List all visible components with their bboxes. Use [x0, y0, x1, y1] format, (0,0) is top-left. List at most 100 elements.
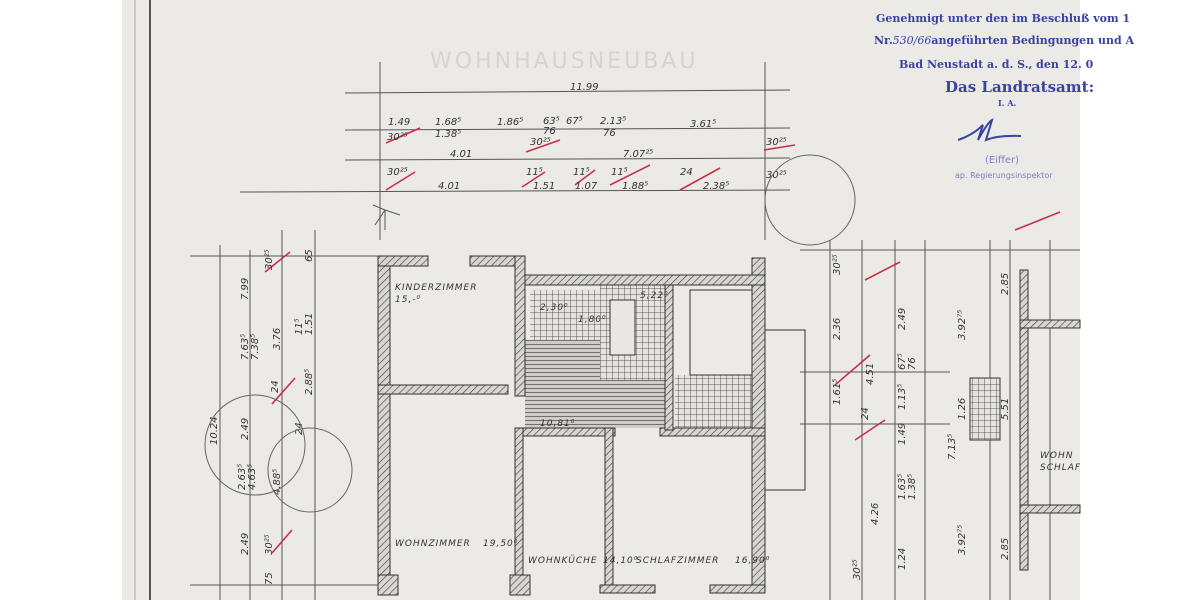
room-wohnzimmer: WOHNZIMMER — [395, 539, 471, 549]
svg-text:24: 24 — [270, 380, 281, 393]
svg-text:30²⁵: 30²⁵ — [387, 132, 408, 143]
svg-text:63⁵: 63⁵ — [543, 116, 560, 127]
svg-text:3.92⁷⁵: 3.92⁷⁵ — [957, 525, 968, 555]
room-wohn: WOHN — [1040, 451, 1073, 461]
svg-text:Genehmigt unter den im Beschlu: Genehmigt unter den im Beschluß vom 1 — [876, 12, 1130, 25]
approval-stamp: Genehmigt unter den im Beschluß vom 1 Nr… — [874, 12, 1135, 180]
tree-symbols — [204, 154, 856, 513]
walls — [377, 255, 1081, 596]
svg-text:2.49: 2.49 — [897, 308, 908, 330]
svg-text:(Eiffer): (Eiffer) — [985, 155, 1019, 166]
svg-text:19,50⁰: 19,50⁰ — [483, 539, 518, 549]
room-flur: 10,81⁰ — [540, 419, 575, 429]
dimension-lines — [190, 62, 1080, 600]
svg-text:2.13⁵: 2.13⁵ — [600, 116, 626, 127]
svg-text:10.24: 10.24 — [209, 416, 220, 445]
svg-text:16,90⁰: 16,90⁰ — [735, 556, 770, 566]
signature — [957, 118, 1022, 142]
svg-text:24: 24 — [860, 407, 871, 420]
svg-text:24: 24 — [294, 422, 305, 435]
room-schlafzimmer: SCHLAFZIMMER — [636, 556, 719, 566]
svg-text:2.85: 2.85 — [1000, 273, 1011, 295]
svg-text:15,-⁰: 15,-⁰ — [395, 295, 421, 305]
room-dusche: 1,80⁰ — [578, 315, 607, 325]
svg-text:11.99: 11.99 — [570, 82, 599, 93]
svg-text:1.38⁵: 1.38⁵ — [435, 129, 461, 140]
landing-tiles — [675, 375, 760, 430]
svg-text:30²⁵: 30²⁵ — [766, 170, 787, 181]
svg-text:1.88⁵: 1.88⁵ — [622, 181, 648, 192]
svg-text:1.07: 1.07 — [575, 181, 598, 192]
top-dimensions: 11.99 1.49 1.68⁵ 1.38⁵ 1.86⁵ 63⁵ 76 67⁵ … — [387, 82, 787, 192]
svg-text:30²⁵: 30²⁵ — [852, 559, 863, 580]
svg-text:11⁵: 11⁵ — [294, 318, 305, 335]
svg-text:4.26: 4.26 — [870, 503, 881, 525]
neighbour-balcony — [969, 377, 1001, 441]
svg-text:30²⁵: 30²⁵ — [264, 534, 275, 555]
svg-text:4.01: 4.01 — [438, 181, 460, 192]
svg-text:30²⁵: 30²⁵ — [264, 249, 275, 270]
svg-text:11⁵: 11⁵ — [611, 167, 628, 178]
svg-text:76: 76 — [907, 357, 918, 370]
svg-text:1.13⁵: 1.13⁵ — [897, 384, 908, 410]
room-bad: 5,22⁰ — [640, 291, 669, 301]
room-kinderzimmer: KINDERZIMMER — [395, 283, 477, 293]
svg-text:30²⁵: 30²⁵ — [530, 137, 551, 148]
svg-text:30²⁵: 30²⁵ — [832, 254, 843, 275]
left-dimensions: 10.24 7.99 7.63⁵ 7.38⁵ 3.76 2.49 2.63⁵ 4… — [209, 249, 315, 585]
svg-text:1.68⁵: 1.68⁵ — [435, 117, 461, 128]
svg-text:67⁵: 67⁵ — [897, 353, 908, 370]
svg-text:1.38⁵: 1.38⁵ — [907, 474, 918, 500]
svg-text:1.51: 1.51 — [304, 313, 315, 335]
svg-text:4.88⁵: 4.88⁵ — [272, 469, 283, 495]
svg-text:2.36: 2.36 — [832, 318, 843, 340]
svg-text:ap. Regierungsinspektor: ap. Regierungsinspektor — [955, 171, 1053, 180]
svg-text:7.07²⁵: 7.07²⁵ — [623, 149, 653, 160]
svg-text:Das Landratsamt:: Das Landratsamt: — [945, 78, 1094, 96]
room-schlaf: SCHLAF — [1040, 463, 1081, 473]
svg-text:7.13⁵: 7.13⁵ — [947, 434, 958, 460]
red-check-marks — [264, 127, 1061, 554]
svg-text:1.26: 1.26 — [957, 398, 968, 420]
svg-text:2.88⁵: 2.88⁵ — [304, 369, 315, 395]
svg-text:7.38⁵: 7.38⁵ — [250, 334, 261, 360]
svg-text:1.61⁵: 1.61⁵ — [832, 379, 843, 405]
svg-text:3.61⁵: 3.61⁵ — [690, 119, 716, 130]
right-dimensions: 30²⁵ 2.36 2.49 1.61⁵ 24 1.49 4.51 1.13⁵ … — [832, 254, 1011, 580]
svg-text:30²⁵: 30²⁵ — [766, 137, 787, 148]
svg-text:65: 65 — [304, 249, 315, 262]
svg-text:2.38⁵: 2.38⁵ — [703, 181, 729, 192]
svg-text:11⁵: 11⁵ — [573, 167, 590, 178]
svg-text:1.24: 1.24 — [897, 548, 908, 570]
bathtub — [609, 299, 636, 356]
svg-text:1.86⁵: 1.86⁵ — [497, 117, 523, 128]
svg-text:67⁵: 67⁵ — [566, 116, 583, 127]
svg-text:76: 76 — [603, 128, 616, 139]
svg-text:75: 75 — [264, 572, 275, 585]
svg-text:4.01: 4.01 — [450, 149, 472, 160]
svg-text:7.63⁵: 7.63⁵ — [240, 334, 251, 360]
svg-text:14,10⁰: 14,10⁰ — [603, 556, 638, 566]
svg-text:5.51: 5.51 — [1000, 398, 1011, 420]
svg-text:3.92⁷⁵: 3.92⁷⁵ — [957, 310, 968, 340]
svg-text:76: 76 — [543, 126, 556, 137]
room-labels: KINDERZIMMER 15,-⁰ WOHNZIMMER 19,50⁰ WOH… — [395, 283, 1081, 566]
svg-text:7.99: 7.99 — [240, 278, 251, 300]
svg-text:3.76: 3.76 — [272, 328, 283, 350]
svg-text:1.51: 1.51 — [533, 181, 555, 192]
svg-text:4.63⁵: 4.63⁵ — [247, 464, 258, 490]
svg-text:2.63⁵: 2.63⁵ — [237, 464, 248, 490]
svg-text:2.85: 2.85 — [1000, 538, 1011, 560]
svg-text:30²⁵: 30²⁵ — [387, 167, 408, 178]
svg-text:Bad Neustadt a. d. S., den 12.: Bad Neustadt a. d. S., den 12. 0 — [899, 58, 1094, 71]
svg-text:1.49: 1.49 — [897, 423, 908, 445]
svg-text:11⁵: 11⁵ — [526, 167, 543, 178]
svg-text:I. A.: I. A. — [998, 98, 1017, 108]
svg-text:1.63⁵: 1.63⁵ — [897, 474, 908, 500]
svg-text:1.49: 1.49 — [388, 117, 410, 128]
svg-text:2.49: 2.49 — [240, 533, 251, 555]
svg-text:2.49: 2.49 — [240, 418, 251, 440]
room-wohnkueche: WOHNKÜCHE — [528, 555, 598, 566]
faded-title: WOHNHAUSNEUBAU — [430, 49, 698, 74]
